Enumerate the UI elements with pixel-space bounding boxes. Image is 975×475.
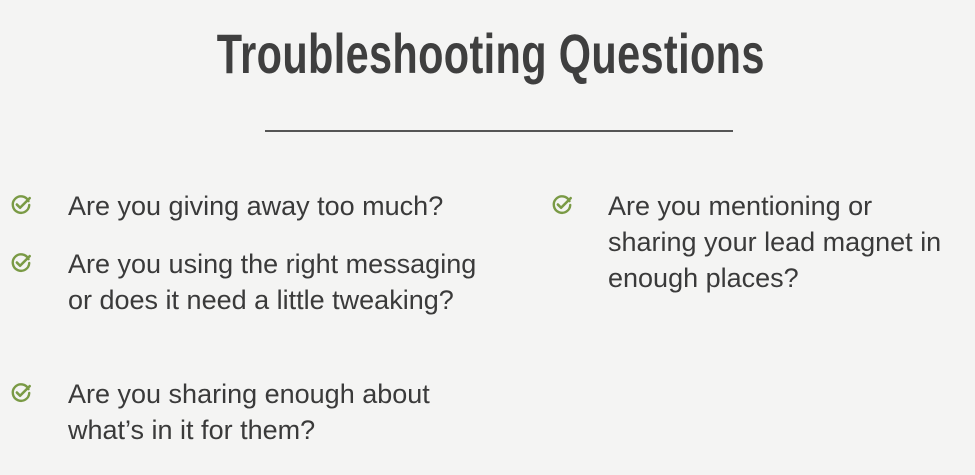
slide-title: Troubleshooting Questions [216, 22, 765, 85]
bullet-item: Are you sharing enough about what’s in i… [68, 376, 508, 448]
check-circle-icon [11, 253, 31, 272]
bullet-text: Are you using the right messaging or doe… [68, 249, 477, 315]
bullet-text: Are you mentioning or sharing your lead … [608, 191, 942, 293]
check-circle-icon [11, 195, 31, 214]
bullet-item: Are you using the right messaging or doe… [68, 246, 488, 318]
check-circle-icon [11, 383, 31, 402]
bullet-text: Are you giving away too much? [68, 191, 444, 221]
bullet-item: Are you mentioning or sharing your lead … [608, 188, 968, 296]
check-circle-icon [552, 195, 572, 214]
bullet-text: Are you sharing enough about what’s in i… [68, 379, 430, 445]
bullet-item: Are you giving away too much? [68, 188, 528, 224]
title-divider [265, 130, 733, 132]
